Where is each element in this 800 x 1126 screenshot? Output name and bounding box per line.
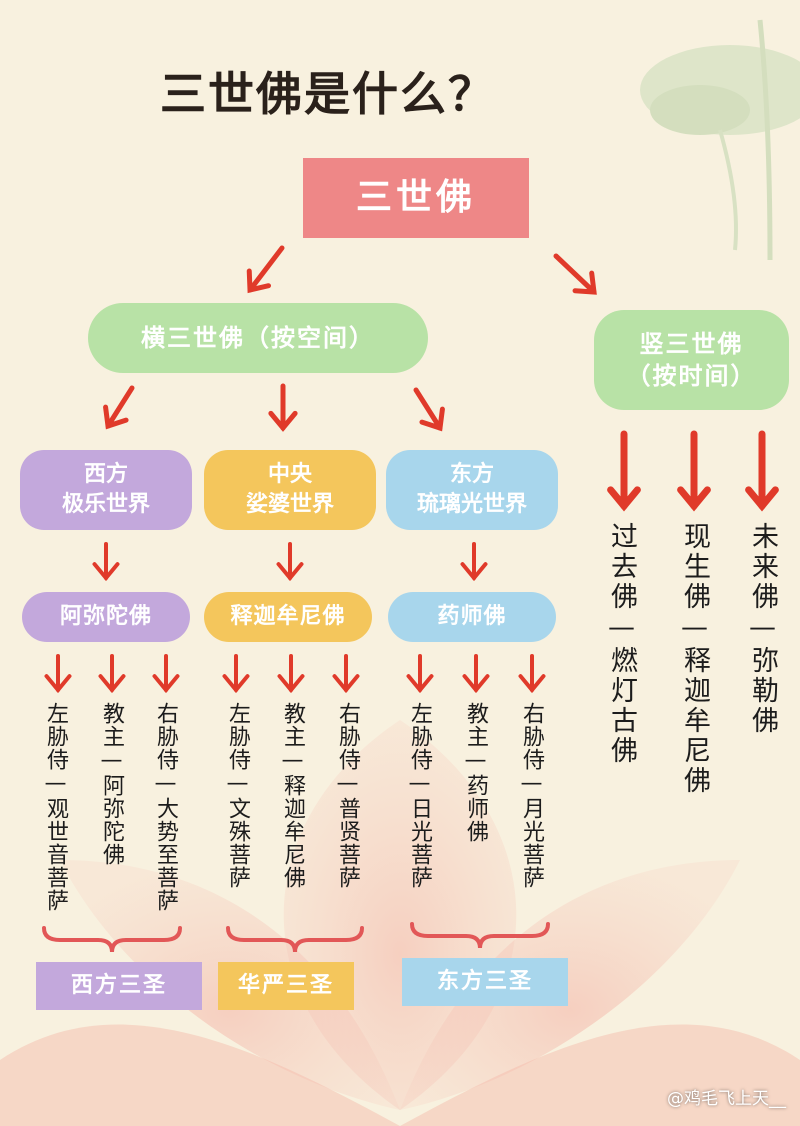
arrow-root-horizontal	[246, 245, 285, 294]
group-label-east: 东方三圣	[402, 958, 568, 1006]
arrow-attendant-2-1	[462, 654, 490, 694]
brace-center-icon	[226, 926, 364, 953]
brace-east-icon	[410, 922, 550, 949]
buddha-east: 药师佛	[388, 592, 556, 642]
realm-west: 西方极乐世界	[20, 450, 192, 530]
arrow-realm-buddha-0	[92, 542, 120, 582]
arrow-attendant-0-0	[44, 654, 72, 694]
arrow-time-2	[745, 430, 779, 512]
root-node: 三世佛	[303, 158, 529, 238]
arrow-attendant-0-2	[152, 654, 180, 694]
arrow-attendant-0-1	[98, 654, 126, 694]
realm-east-line1: 东方	[449, 462, 494, 488]
group-label-west: 西方三圣	[36, 962, 202, 1010]
arrow-time-1	[677, 430, 711, 512]
brace-west-icon	[42, 926, 182, 953]
realm-west-line2: 极乐世界	[61, 492, 150, 517]
arrow-realm-buddha-2	[460, 542, 488, 582]
vertical-buddhas-line2: （按时间）	[626, 362, 757, 390]
arrow-time-0	[607, 430, 641, 512]
arrow-attendant-2-2	[518, 654, 546, 694]
arrow-to-east	[413, 387, 445, 432]
attendant-east-right: 右胁侍—月光菩萨	[519, 702, 544, 889]
arrow-root-vertical	[553, 253, 597, 295]
realm-east: 东方琉璃光世界	[386, 450, 558, 530]
arrow-to-west	[103, 385, 135, 430]
lotus-leaf-icon	[640, 19, 800, 261]
page-title: 三世佛是什么？	[160, 67, 496, 121]
arrow-attendant-1-0	[222, 654, 250, 694]
realm-center-line1: 中央	[267, 462, 312, 488]
vertical-buddhas-node: 竖三世佛 （按时间）	[594, 310, 789, 410]
arrow-attendant-1-2	[332, 654, 360, 694]
buddha-west: 阿弥陀佛	[22, 592, 190, 642]
buddha-center: 释迦牟尼佛	[204, 592, 372, 642]
time-past: 过去佛—燃灯古佛	[606, 522, 637, 766]
attendant-center-right: 右胁侍—普贤菩萨	[335, 702, 360, 889]
horizontal-buddhas-node: 横三世佛（按空间）	[88, 303, 428, 373]
attendant-east-main: 教主—药师佛	[463, 702, 488, 843]
realm-west-line1: 西方	[83, 462, 128, 488]
arrow-attendant-1-1	[277, 654, 305, 694]
group-label-center: 华严三圣	[218, 962, 354, 1010]
arrow-attendant-2-0	[406, 654, 434, 694]
realm-center-line2: 娑婆世界	[245, 492, 334, 517]
arrow-to-center	[268, 383, 298, 432]
attendant-center-left: 左胁侍—文殊菩萨	[225, 702, 250, 889]
realm-center: 中央娑婆世界	[204, 450, 376, 530]
realm-east-line2: 琉璃光世界	[416, 492, 527, 517]
attendant-center-main: 教主—释迦牟尼佛	[280, 702, 305, 889]
attendant-west-main: 教主—阿弥陀佛	[99, 702, 124, 866]
attendant-east-left: 左胁侍—日光菩萨	[407, 702, 432, 889]
attendant-west-left: 左胁侍—观世音菩萨	[43, 702, 68, 912]
time-future: 未来佛—弥勒佛	[747, 522, 778, 736]
attendant-west-right: 右胁侍—大势至菩萨	[153, 702, 178, 912]
watermark: @鸡毛飞上天__	[667, 1089, 786, 1109]
vertical-buddhas-line1: 竖三世佛	[639, 329, 744, 358]
time-present: 现生佛—释迦牟尼佛	[679, 522, 710, 796]
lotus-flower-icon	[0, 720, 800, 1126]
arrow-realm-buddha-1	[276, 542, 304, 582]
